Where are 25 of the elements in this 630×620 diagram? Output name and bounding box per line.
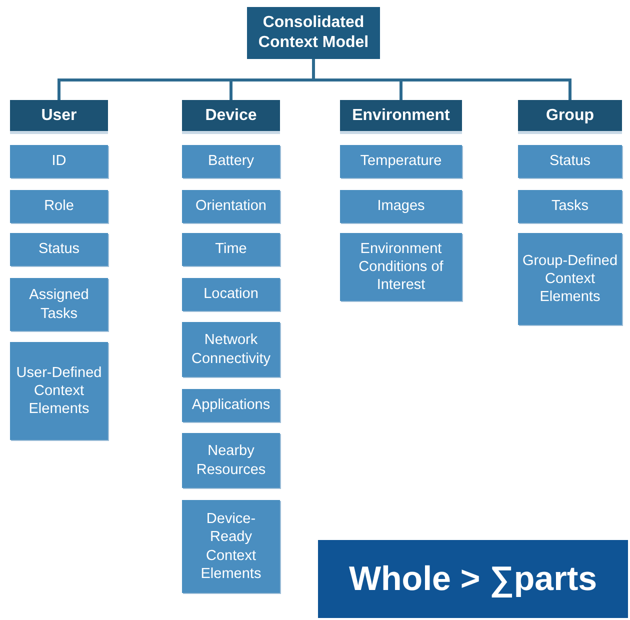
context-item-box: Status (10, 233, 108, 266)
context-item-box: User-Defined Context Elements (10, 342, 108, 440)
root-box: Consolidated Context Model (247, 7, 380, 59)
context-item-box: Tasks (518, 190, 622, 223)
category-header: User (10, 100, 108, 134)
context-item-box: Device-Ready Context Elements (182, 500, 280, 593)
summary-banner: Whole > ∑parts (318, 540, 628, 618)
context-item-box: Temperature (340, 145, 462, 178)
context-item-box: Network Connectivity (182, 322, 280, 377)
context-item-box: Images (340, 190, 462, 223)
category-header: Group (518, 100, 622, 134)
context-item-box: Orientation (182, 190, 280, 223)
context-item-box: Assigned Tasks (10, 278, 108, 331)
context-item-box: Environment Conditions of Interest (340, 233, 462, 301)
context-item-box: Role (10, 190, 108, 223)
context-item-box: Battery (182, 145, 280, 178)
category-header: Device (182, 100, 280, 134)
context-item-box: ID (10, 145, 108, 178)
category-header: Environment (340, 100, 462, 134)
context-item-box: Time (182, 233, 280, 266)
context-item-box: Group-Defined Context Elements (518, 233, 622, 325)
context-item-box: Status (518, 145, 622, 178)
context-item-box: Applications (182, 389, 280, 422)
context-item-box: Nearby Resources (182, 433, 280, 488)
context-item-box: Location (182, 278, 280, 311)
